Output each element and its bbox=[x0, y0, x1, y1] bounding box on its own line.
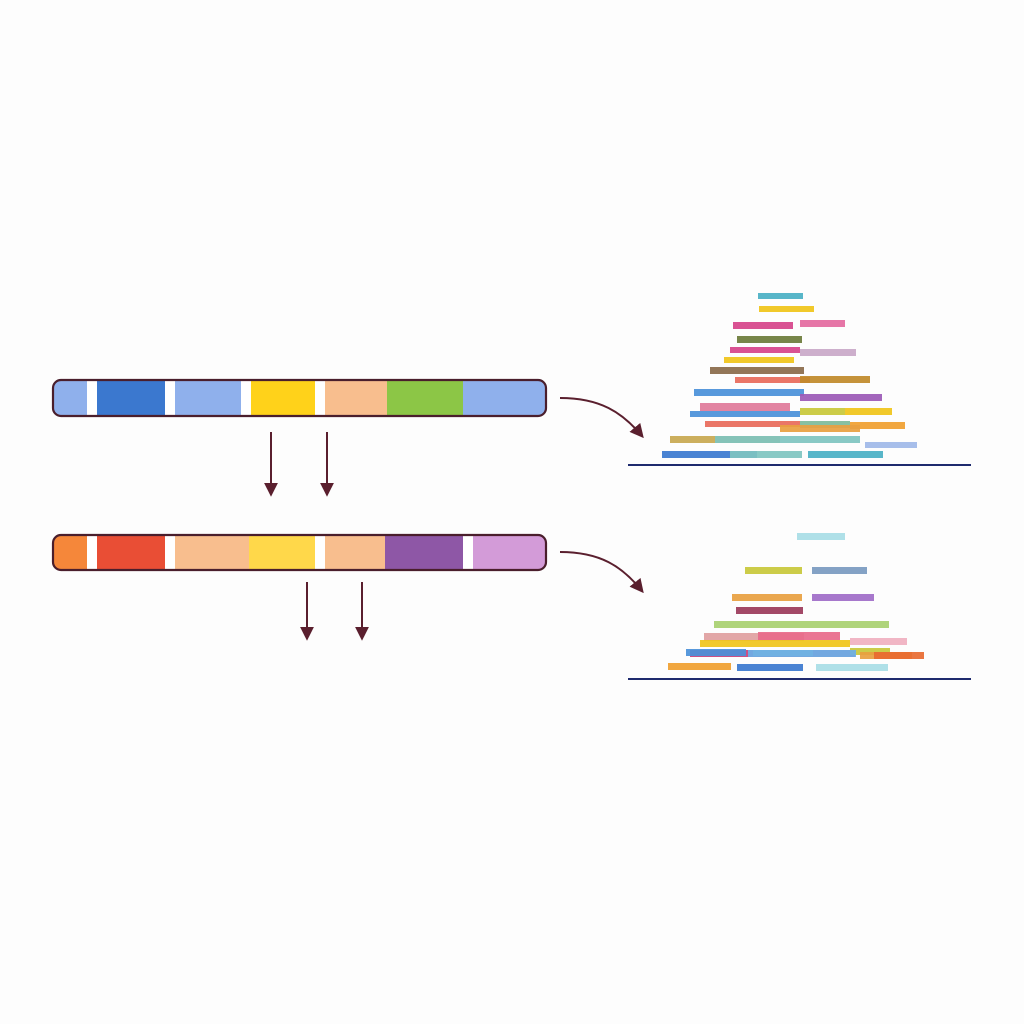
bottom-stack-fragment bbox=[737, 664, 803, 671]
bottom-track-segment bbox=[385, 535, 463, 570]
bottom-stack-fragment bbox=[758, 632, 840, 640]
bottom-stack-fragment bbox=[874, 652, 924, 659]
bottom-stack-fragment bbox=[704, 633, 804, 641]
bottom-stack-fragment bbox=[668, 663, 731, 670]
bottom-stack-fragment bbox=[736, 607, 803, 614]
top-stack-fragment bbox=[733, 322, 793, 329]
top-stack-fragment bbox=[800, 394, 882, 401]
bottom-track-segment bbox=[315, 535, 325, 570]
top-stack-fragment bbox=[737, 336, 802, 343]
bottom-stack-fragment bbox=[797, 533, 845, 540]
bottom-stack-fragment bbox=[816, 664, 888, 671]
bottom-curved-arrow bbox=[559, 551, 644, 594]
top-track-segment bbox=[165, 380, 175, 416]
top-stack-fragment bbox=[800, 408, 845, 415]
bottom-track-segment bbox=[175, 535, 249, 570]
top-curved-arrow bbox=[559, 397, 644, 439]
top-track-segment bbox=[251, 380, 315, 416]
top-stack-fragment bbox=[730, 451, 802, 458]
top-stack-fragment bbox=[758, 293, 803, 299]
top-track-segment bbox=[315, 380, 325, 416]
top-stack-fragment bbox=[850, 422, 905, 429]
top-stack-fragment bbox=[800, 349, 856, 356]
top-stack-fragment bbox=[715, 436, 860, 443]
bottom-stack-fragment bbox=[812, 594, 874, 601]
top-stack-fragment bbox=[800, 376, 870, 383]
top-stack-fragment bbox=[710, 367, 804, 374]
top-stack-fragment bbox=[662, 451, 757, 458]
top-stack-fragment bbox=[845, 408, 892, 415]
top-track-segment bbox=[463, 380, 546, 416]
bottom-track-segment bbox=[97, 535, 165, 570]
bottom-track-segment bbox=[473, 535, 546, 570]
bottom-track-segment bbox=[325, 535, 385, 570]
top-stack-fragment bbox=[808, 451, 883, 458]
bottom-stack-fragment bbox=[714, 621, 889, 628]
bottom-stack-fragment bbox=[732, 594, 802, 601]
top-stack-fragment bbox=[724, 357, 794, 363]
bottom-stack-fragment bbox=[812, 567, 867, 574]
top-track-segment bbox=[387, 380, 463, 416]
bottom-stack-fragment bbox=[850, 648, 890, 655]
bottom-track-segment bbox=[165, 535, 175, 570]
top-stack-fragment bbox=[694, 389, 804, 396]
top-track-segment bbox=[325, 380, 387, 416]
top-stack-fragment bbox=[730, 347, 800, 353]
top-stack-fragment bbox=[735, 377, 810, 383]
bottom-track-segment bbox=[87, 535, 97, 570]
top-stack-fragment bbox=[780, 425, 860, 432]
bottom-track-outline bbox=[51, 533, 548, 572]
bottom-stack-fragment bbox=[850, 638, 907, 645]
bottom-stack-fragment bbox=[700, 640, 850, 647]
top-track-segment bbox=[241, 380, 251, 416]
top-track-segment bbox=[87, 380, 97, 416]
top-stack-fragment bbox=[690, 411, 800, 417]
top-track-segment bbox=[53, 380, 87, 416]
top-stack-fragment bbox=[700, 403, 790, 411]
bottom-track-segment bbox=[463, 535, 473, 570]
top-track-outline bbox=[51, 378, 548, 418]
top-stack-fragment bbox=[759, 306, 814, 312]
bottom-track-segment bbox=[249, 535, 315, 570]
top-stack-fragment bbox=[865, 442, 917, 448]
top-track-segment bbox=[97, 380, 165, 416]
top-stack-fragment bbox=[800, 421, 850, 428]
top-track-segment bbox=[175, 380, 241, 416]
bottom-stack-fragment bbox=[748, 650, 856, 657]
top-stack-fragment bbox=[705, 421, 800, 427]
top-stack-fragment bbox=[800, 320, 845, 327]
bottom-stack-fragment bbox=[686, 649, 746, 656]
bottom-stack-fragment bbox=[745, 567, 802, 574]
bottom-track-segment bbox=[53, 535, 87, 570]
